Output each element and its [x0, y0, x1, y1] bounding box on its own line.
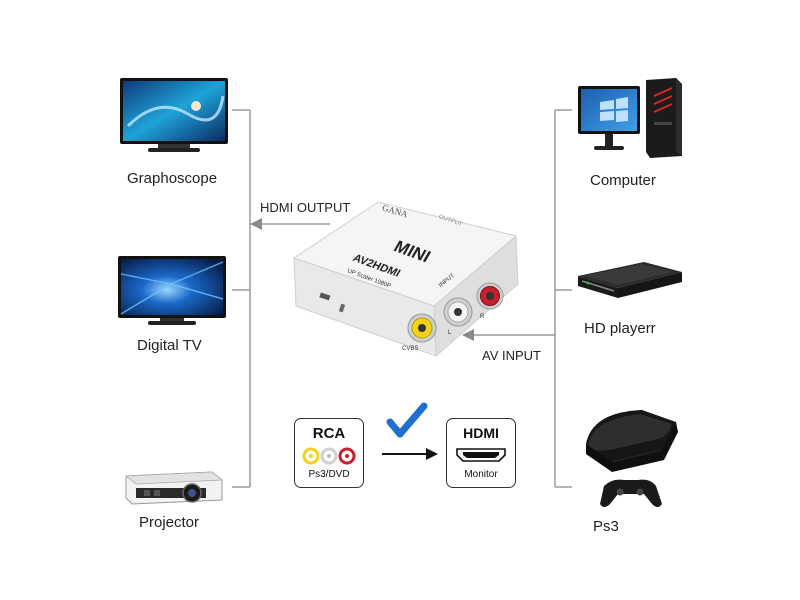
av2hdmi-adapter: GANA OUTPUT MINI AV2HDMI UP Scaler 1080P…	[290, 196, 520, 372]
hdmi-badge: HDMI Monitor	[446, 418, 516, 488]
device-label-projector: Projector	[139, 514, 200, 531]
rca-jack-red	[476, 282, 504, 310]
arrow-right-icon	[426, 448, 438, 460]
device-label-digital-tv: Digital TV	[137, 337, 202, 354]
right-channel-label: R	[480, 314, 485, 320]
device-label-graphoscope: Graphoscope	[127, 170, 218, 187]
checkmark-icon	[386, 402, 428, 438]
left-channel-label: L	[448, 330, 452, 336]
tv-icon	[118, 256, 226, 325]
av-input-label: AV INPUT	[482, 348, 541, 363]
rca-badge-subtitle: Ps3/DVD	[308, 469, 350, 480]
hdmi-connector-icon	[456, 448, 506, 462]
rca-jacks	[407, 282, 504, 343]
conversion-arrow	[382, 402, 438, 460]
hdmi-output-arrowhead	[250, 218, 262, 230]
rca-jack-yellow	[407, 313, 437, 343]
device-label-hd-player: HD playerr	[584, 320, 656, 337]
device-label-ps3: Ps3	[593, 518, 619, 535]
cvbs-label: CVBS	[402, 346, 419, 352]
av-input-arrowhead	[462, 329, 474, 341]
tv-icon	[120, 78, 228, 152]
projector-icon	[124, 471, 224, 505]
device-label-computer: Computer	[590, 172, 656, 189]
rca-badge-title: RCA	[312, 425, 346, 442]
hdmi-badge-title: HDMI	[463, 425, 499, 441]
rca-badge: RCA Ps3/DVD	[294, 418, 364, 488]
rca-connectors-icon	[302, 447, 356, 465]
hdmi-badge-subtitle: Monitor	[464, 469, 498, 480]
rca-jack-white	[443, 297, 473, 327]
hdmi-output-label: HDMI OUTPUT	[260, 200, 351, 215]
desktop-computer-icon	[578, 78, 682, 158]
hd-player-icon	[578, 262, 682, 298]
game-console-icon	[586, 410, 678, 507]
